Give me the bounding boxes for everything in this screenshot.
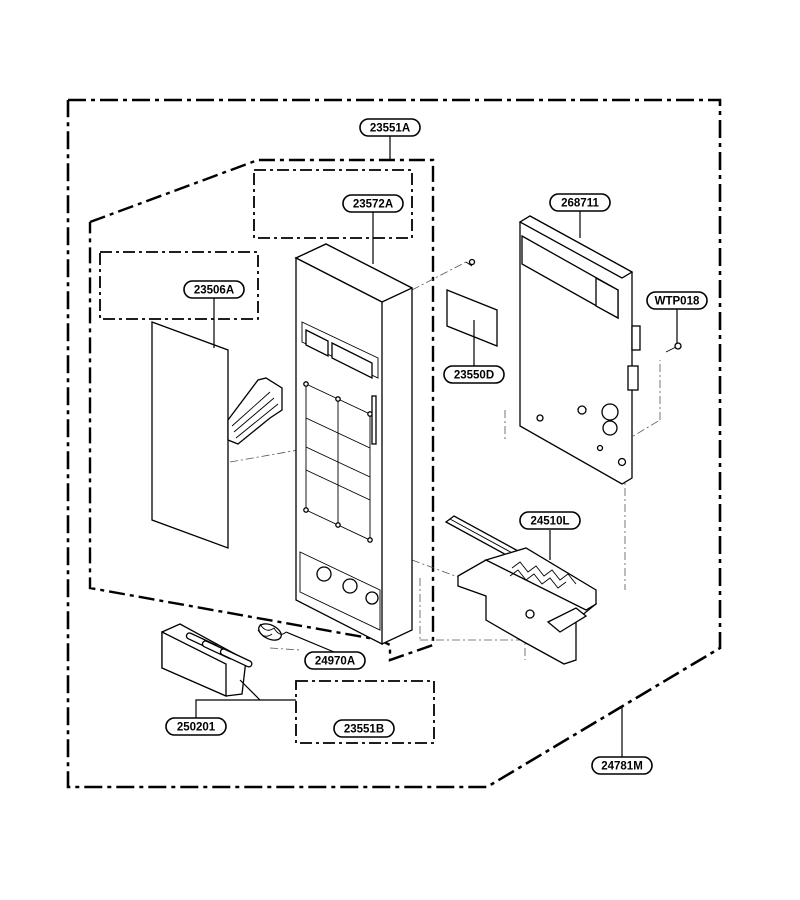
svg-text:24781M: 24781M [601,761,643,773]
sub-group-box [295,680,435,744]
leader-lines [195,136,678,758]
svg-text:23572A: 23572A [353,199,393,211]
label-spring: 24970A [304,651,366,670]
frame-group-boundary [88,158,435,662]
svg-text:23550D: 23550D [454,370,494,382]
svg-text:268711: 268711 [561,198,599,210]
label-pcb-assembly: 268711 [549,193,611,212]
assembly-boundary [66,98,722,789]
label-sub-group: 23551B [333,719,395,738]
svg-text:24510L: 24510L [530,516,569,528]
label-membrane-switch: 23506A [183,280,245,299]
label-assembly: 24781M [591,756,653,775]
svg-text:WTP018: WTP018 [655,296,700,308]
spring-part [257,623,287,641]
label-control-panel-frame: 23572A [342,194,404,213]
label-display-window: 23550D [443,365,505,384]
display-window-part [446,289,498,347]
svg-text:23506A: 23506A [194,285,234,297]
svg-text:23551B: 23551B [344,724,384,736]
pcb-screw [665,342,682,353]
membrane-switch-part [151,321,283,549]
frame-placeholder-box [253,169,413,239]
label-door-button: 250201 [165,717,227,736]
door-latch-lever-part [444,515,598,665]
svg-text:24970A: 24970A [315,656,355,668]
pcb-assembly-part [518,215,641,485]
control-panel-frame-part [294,243,414,646]
label-frame-group: 23551A [359,118,421,137]
label-screw: WTP018 [646,291,708,310]
label-door-latch-lever: 24510L [519,511,581,530]
frame-screw [465,258,476,267]
svg-text:23551A: 23551A [370,123,410,135]
membrane-placeholder-box [99,251,259,320]
svg-text:250201: 250201 [177,722,216,734]
door-button-part [161,623,253,697]
